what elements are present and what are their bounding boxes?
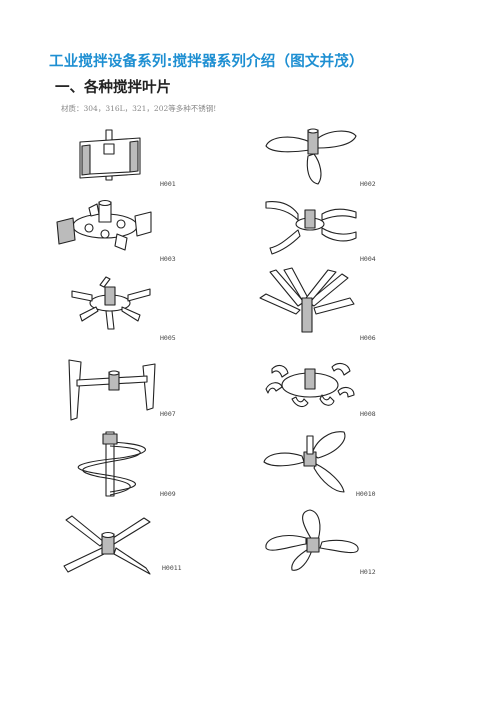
- anchor-paddle-impeller-icon: [79, 129, 141, 181]
- disc-turbine-impeller-icon: [56, 199, 152, 251]
- frame-paddle-impeller-icon: [68, 359, 156, 421]
- impeller-code-h009: H009: [160, 490, 176, 498]
- impeller-code-h001: H001: [160, 180, 176, 188]
- impeller-code-h0011: H0011: [162, 564, 182, 572]
- impeller-item-h005: H005: [68, 273, 208, 343]
- section-heading: 一、各种搅拌叶片: [55, 80, 171, 96]
- impeller-item-h006: H006: [258, 267, 398, 342]
- impeller-code-h0010: H0010: [356, 490, 376, 498]
- wide-blade-hydrofoil-icon: [265, 509, 359, 571]
- impeller-item-h007: H007: [63, 359, 203, 430]
- impeller-item-h008: H008: [262, 355, 402, 425]
- impeller-code-h003: H003: [160, 255, 176, 263]
- helical-ribbon-impeller-icon: [77, 431, 146, 497]
- impeller-code-h008: H008: [360, 410, 376, 418]
- curved-disc-turbine-icon: [265, 362, 355, 408]
- impeller-item-h0010: H0010: [258, 430, 398, 500]
- impeller-code-h012: H012: [360, 568, 376, 576]
- marine-propeller-icon: [263, 431, 346, 493]
- impeller-item-h012: H012: [262, 509, 402, 580]
- impeller-item-h0011: H0011: [62, 512, 202, 582]
- four-flat-blade-paddle-icon: [63, 515, 151, 575]
- impeller-item-h001: H001: [70, 129, 210, 200]
- impeller-item-h004: H004: [262, 198, 402, 268]
- impeller-code-h004: H004: [360, 255, 376, 263]
- pitched-blade-turbine-icon: [259, 267, 355, 333]
- material-note: 材质：304，316L，321，202等多种不锈钢!: [61, 104, 217, 113]
- impeller-item-h002: H002: [262, 128, 402, 198]
- impeller-item-h009: H009: [60, 431, 200, 502]
- impeller-item-h003: H003: [55, 198, 195, 268]
- curved-blade-turbine-icon: [265, 201, 357, 255]
- flat-blade-disc-turbine-icon: [71, 276, 151, 330]
- impeller-code-h005: H005: [160, 334, 176, 342]
- impeller-code-h007: H007: [160, 410, 176, 418]
- three-blade-propeller-icon: [265, 128, 357, 185]
- impeller-code-h006: H006: [360, 334, 376, 342]
- document-title: 工业搅拌设备系列:搅拌器系列介绍（图文并茂）: [49, 54, 364, 70]
- impeller-code-h002: H002: [360, 180, 376, 188]
